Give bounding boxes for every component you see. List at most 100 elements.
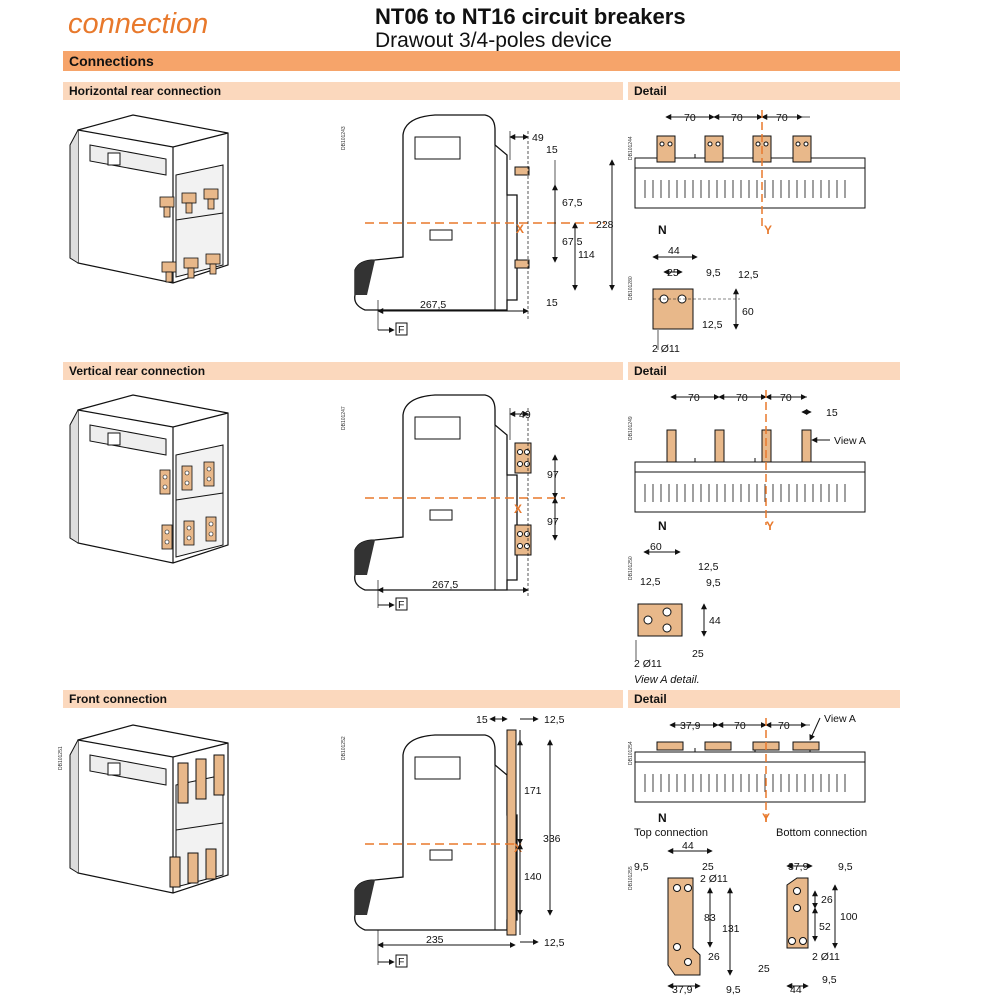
detail-bar-front-top [667, 877, 701, 976]
axis-x-2: X [514, 502, 522, 516]
side-front [354, 729, 521, 936]
dim-v-125b: 12,5 [640, 576, 661, 588]
front-mark-1: F [398, 324, 404, 336]
dim-h-15b: 15 [546, 297, 558, 309]
dim-f-125b: 12,5 [544, 937, 565, 949]
vertical-bar: Vertical rear connection [63, 362, 623, 380]
dim-f-15: 15 [476, 714, 488, 726]
page-title: NT06 to NT16 circuit breakers [375, 4, 686, 29]
dim-v-49: 49 [519, 409, 531, 421]
dim-h-125b: 12,5 [702, 319, 723, 331]
axis-y-2: Y [766, 519, 774, 533]
dim-h-60: 60 [742, 306, 754, 318]
vertical-bar-label: Vertical rear connection [69, 364, 206, 378]
ref-v-bar: DB101250 [628, 556, 634, 580]
dim-v-97a: 97 [547, 469, 559, 481]
dim-f-171: 171 [524, 785, 542, 797]
dim-h-114: 114 [578, 249, 595, 261]
page-subtitle: Drawout 3/4-poles device [375, 29, 612, 52]
dim-h-p70a: 70 [684, 112, 696, 124]
dim-f-b26: 26 [821, 894, 833, 906]
dim-h-95: 9,5 [706, 267, 721, 279]
ref-v-top: DB101249 [628, 416, 634, 440]
dim-v-95: 9,5 [706, 577, 721, 589]
dim-f-t379: 37,9 [672, 984, 693, 996]
dim-h-125a: 12,5 [738, 269, 759, 281]
connections-bar: Connections [63, 51, 900, 71]
ref-h-top: DB101244 [628, 136, 634, 160]
dim-h-25: 25 [667, 267, 679, 279]
dim-h-675b: 67,5 [562, 236, 583, 248]
dim-f-t25: 25 [702, 861, 714, 873]
dim-h-228: 228 [596, 219, 614, 231]
dim-f-t26: 26 [708, 951, 720, 963]
dim-f-t131: 131 [722, 923, 740, 935]
view-a-1: View A [834, 435, 866, 447]
dim-v-97b: 97 [547, 516, 559, 528]
ref-f-bar: DB101255 [628, 866, 634, 890]
dim-v-p70a: 70 [688, 392, 700, 404]
dim-f-b379: 37,9 [788, 861, 809, 873]
ref-f-iso: DB101251 [58, 746, 64, 770]
dim-f-t83: 83 [704, 912, 716, 924]
dim-f-b100: 100 [840, 911, 858, 923]
dim-v-2675: 267,5 [432, 579, 458, 591]
dim-f-p70a: 70 [734, 720, 746, 732]
dim-v-25: 25 [692, 648, 704, 660]
dim-f-t44: 44 [682, 840, 694, 852]
dim-h-44: 44 [668, 245, 680, 257]
detail-bar-1: Detail [628, 82, 900, 100]
detail-bar-3-label: Detail [634, 692, 667, 706]
iso-horizontal [69, 114, 229, 284]
dim-h-p70b: 70 [731, 112, 743, 124]
holes-f-bottom: 2 Ø11 [812, 951, 840, 963]
dim-h-49: 49 [532, 132, 544, 144]
neutral-label-1: N [658, 223, 667, 237]
dim-f-235: 235 [426, 934, 444, 946]
top-connection-caption: Top connection [634, 827, 708, 839]
dim-v-p70b: 70 [736, 392, 748, 404]
horizontal-bar-label: Horizontal rear connection [69, 84, 222, 98]
ref-h-bar: DB101280 [628, 276, 634, 300]
side-vertical [354, 394, 532, 591]
holes-f-top: 2 Ø11 [700, 873, 728, 885]
detail-top-front [634, 741, 866, 803]
ref-f-side: DB101252 [341, 736, 347, 760]
neutral-label-2: N [658, 519, 667, 533]
dim-h-675a: 67,5 [562, 197, 583, 209]
front-bar: Front connection [63, 690, 623, 708]
axis-y-3: Y [762, 811, 770, 825]
detail-top-horizontal [634, 135, 866, 209]
dim-h-2675: 267,5 [420, 299, 446, 311]
ref-v-side: DB101247 [341, 406, 347, 430]
iso-vertical [69, 394, 229, 564]
holes-h: 2 Ø11 [652, 343, 680, 355]
holes-v: 2 Ø11 [634, 658, 662, 670]
dim-h-p70c: 70 [776, 112, 788, 124]
dim-v-60: 60 [650, 541, 662, 553]
neutral-label-3: N [658, 811, 667, 825]
dim-f-b95b: 9,5 [822, 974, 837, 986]
axis-x-3: X [514, 841, 522, 855]
connections-bar-label: Connections [69, 53, 154, 69]
horizontal-bar: Horizontal rear connection [63, 82, 623, 100]
detail-bar-front-bottom [786, 877, 809, 949]
detail-bar-2-label: Detail [634, 364, 667, 378]
view-a-detail-caption: View A detail. [634, 674, 700, 686]
detail-bar-vertical [637, 603, 683, 637]
dim-f-b95: 9,5 [838, 861, 853, 873]
dim-v-p70c: 70 [780, 392, 792, 404]
detail-bar-horizontal [652, 288, 740, 330]
detail-top-vertical [634, 429, 866, 513]
dim-v-15: 15 [826, 407, 838, 419]
dim-f-336: 336 [543, 833, 561, 845]
dim-f-p70b: 70 [778, 720, 790, 732]
axis-y-1: Y [764, 223, 772, 237]
front-mark-2: F [398, 599, 404, 611]
axis-x-1: X [516, 222, 524, 236]
view-a-2: View A [824, 713, 856, 725]
bottom-connection-caption: Bottom connection [776, 827, 867, 839]
dim-f-b52: 52 [819, 921, 831, 933]
detail-bar-3: Detail [628, 690, 900, 708]
